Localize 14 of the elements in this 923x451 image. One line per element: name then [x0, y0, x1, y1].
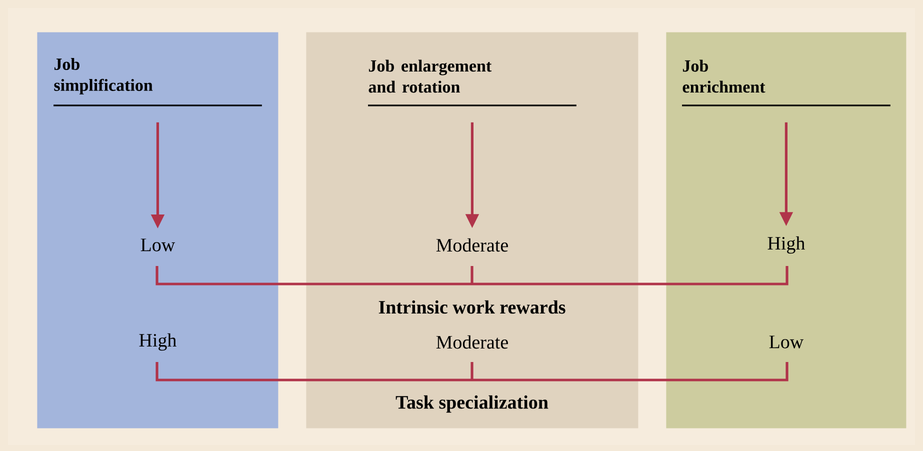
- level-label: High: [139, 333, 176, 351]
- column-panel: [666, 32, 906, 428]
- bracket-label: Task specialization: [396, 395, 548, 413]
- column-heading: Job enrichment: [682, 60, 766, 93]
- column-heading: Job enlargement and rotation: [368, 60, 492, 93]
- level-label: Low: [769, 336, 804, 348]
- column-panel: [37, 32, 278, 428]
- column-heading: Job simplification: [54, 58, 153, 94]
- level-label: Moderate: [436, 335, 508, 349]
- level-label: Low: [140, 238, 176, 252]
- column-panel: [306, 32, 638, 428]
- bracket-label: Intrinsic work rewards: [378, 300, 566, 314]
- level-label: High: [768, 236, 805, 254]
- level-label: Moderate: [436, 238, 508, 252]
